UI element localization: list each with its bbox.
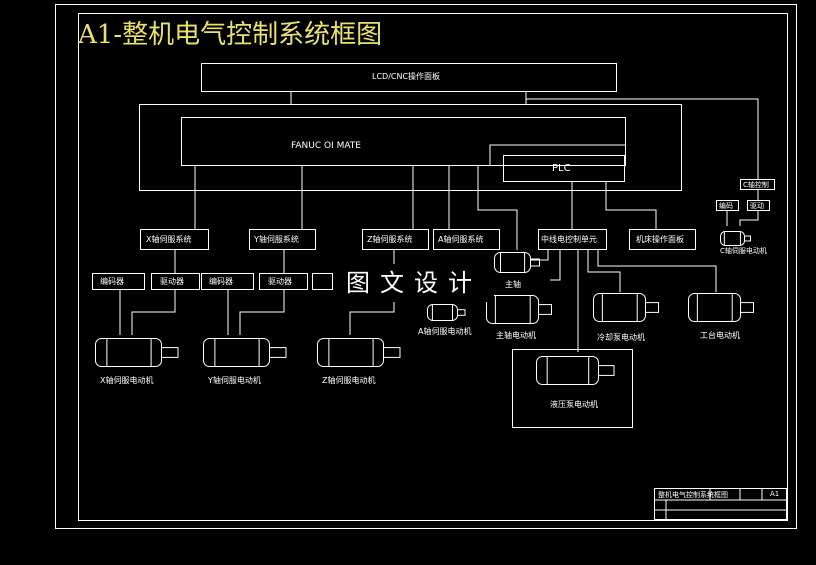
spindle-motor-icon xyxy=(486,295,552,324)
z-motor-label: Z轴伺服电动机 xyxy=(322,376,376,385)
hydraulic-motor-icon xyxy=(536,356,615,385)
z-motor-icon xyxy=(317,338,401,367)
a-motor-label: A轴伺服电动机 xyxy=(418,327,472,336)
hydraulic-box xyxy=(512,349,633,428)
op-panel-label: 机床操作面板 xyxy=(636,235,684,244)
x-motor-label: X轴伺服电动机 xyxy=(100,376,154,385)
lcd-label: LCD/CNC操作面板 xyxy=(372,72,441,81)
lcd-panel-box xyxy=(201,63,617,92)
a-servo-label: A轴伺服系统 xyxy=(438,235,484,244)
table-motor-label: 工台电动机 xyxy=(700,331,740,340)
z-servo-label: Z轴伺服系统 xyxy=(367,235,413,244)
y-motor-icon xyxy=(203,338,287,367)
a-motor-icon xyxy=(427,304,466,321)
spindle-motor-label: 主轴电动机 xyxy=(496,331,536,340)
inner-frame xyxy=(78,13,788,521)
coolant-motor-icon xyxy=(593,293,659,322)
spindle-small-label: 主轴 xyxy=(505,280,521,289)
plc-box xyxy=(503,155,625,182)
y-encoder-label: 编码器 xyxy=(209,277,233,286)
x-driver-label: 驱动器 xyxy=(160,277,184,286)
c-encoder-label: 编码 xyxy=(719,202,733,210)
x-servo-label: X轴伺服系统 xyxy=(146,235,192,244)
outer-frame xyxy=(55,4,797,529)
y-driver-label: 驱动器 xyxy=(268,277,292,286)
coolant-motor-label: 冷却泵电动机 xyxy=(597,333,645,342)
c-motor-label: C轴伺服电动机 xyxy=(720,247,767,255)
a-servo-box xyxy=(433,229,500,250)
spindle-small-icon xyxy=(494,252,540,273)
c-driver-label: 驱动 xyxy=(750,202,764,210)
cnc-enclosure xyxy=(139,104,682,191)
c-ctrl-label: C轴控制 xyxy=(743,181,769,189)
y-motor-label: Y轴伺服电动机 xyxy=(208,376,261,385)
z-servo-box xyxy=(362,229,429,250)
mid-ctrl-box xyxy=(538,229,607,250)
fanuc-label: FANUC OI MATE xyxy=(291,141,361,151)
x-encoder-label: 编码器 xyxy=(100,277,124,286)
titleblock-name: 整机电气控制系统框图 xyxy=(658,491,728,499)
plc-label: PLC xyxy=(552,163,571,174)
y-servo-label: Y轴伺服系统 xyxy=(254,235,299,244)
op-panel-box xyxy=(629,229,696,250)
x-motor-icon xyxy=(95,338,179,367)
x-encoder-box xyxy=(92,273,145,290)
mid-ctrl-label: 中线电控制单元 xyxy=(541,235,597,244)
page-title: A1-整机电气控制系统框图 xyxy=(78,20,383,50)
table-motor-icon xyxy=(688,293,754,322)
titleblock-sheet: A1 xyxy=(770,490,780,498)
title-block xyxy=(654,488,787,520)
watermark: 图文设计 xyxy=(334,264,494,302)
y-servo-box xyxy=(249,229,316,250)
fanuc-box xyxy=(181,117,626,166)
c-motor-icon xyxy=(720,231,751,246)
hydraulic-motor-label: 液压泵电动机 xyxy=(550,400,598,409)
